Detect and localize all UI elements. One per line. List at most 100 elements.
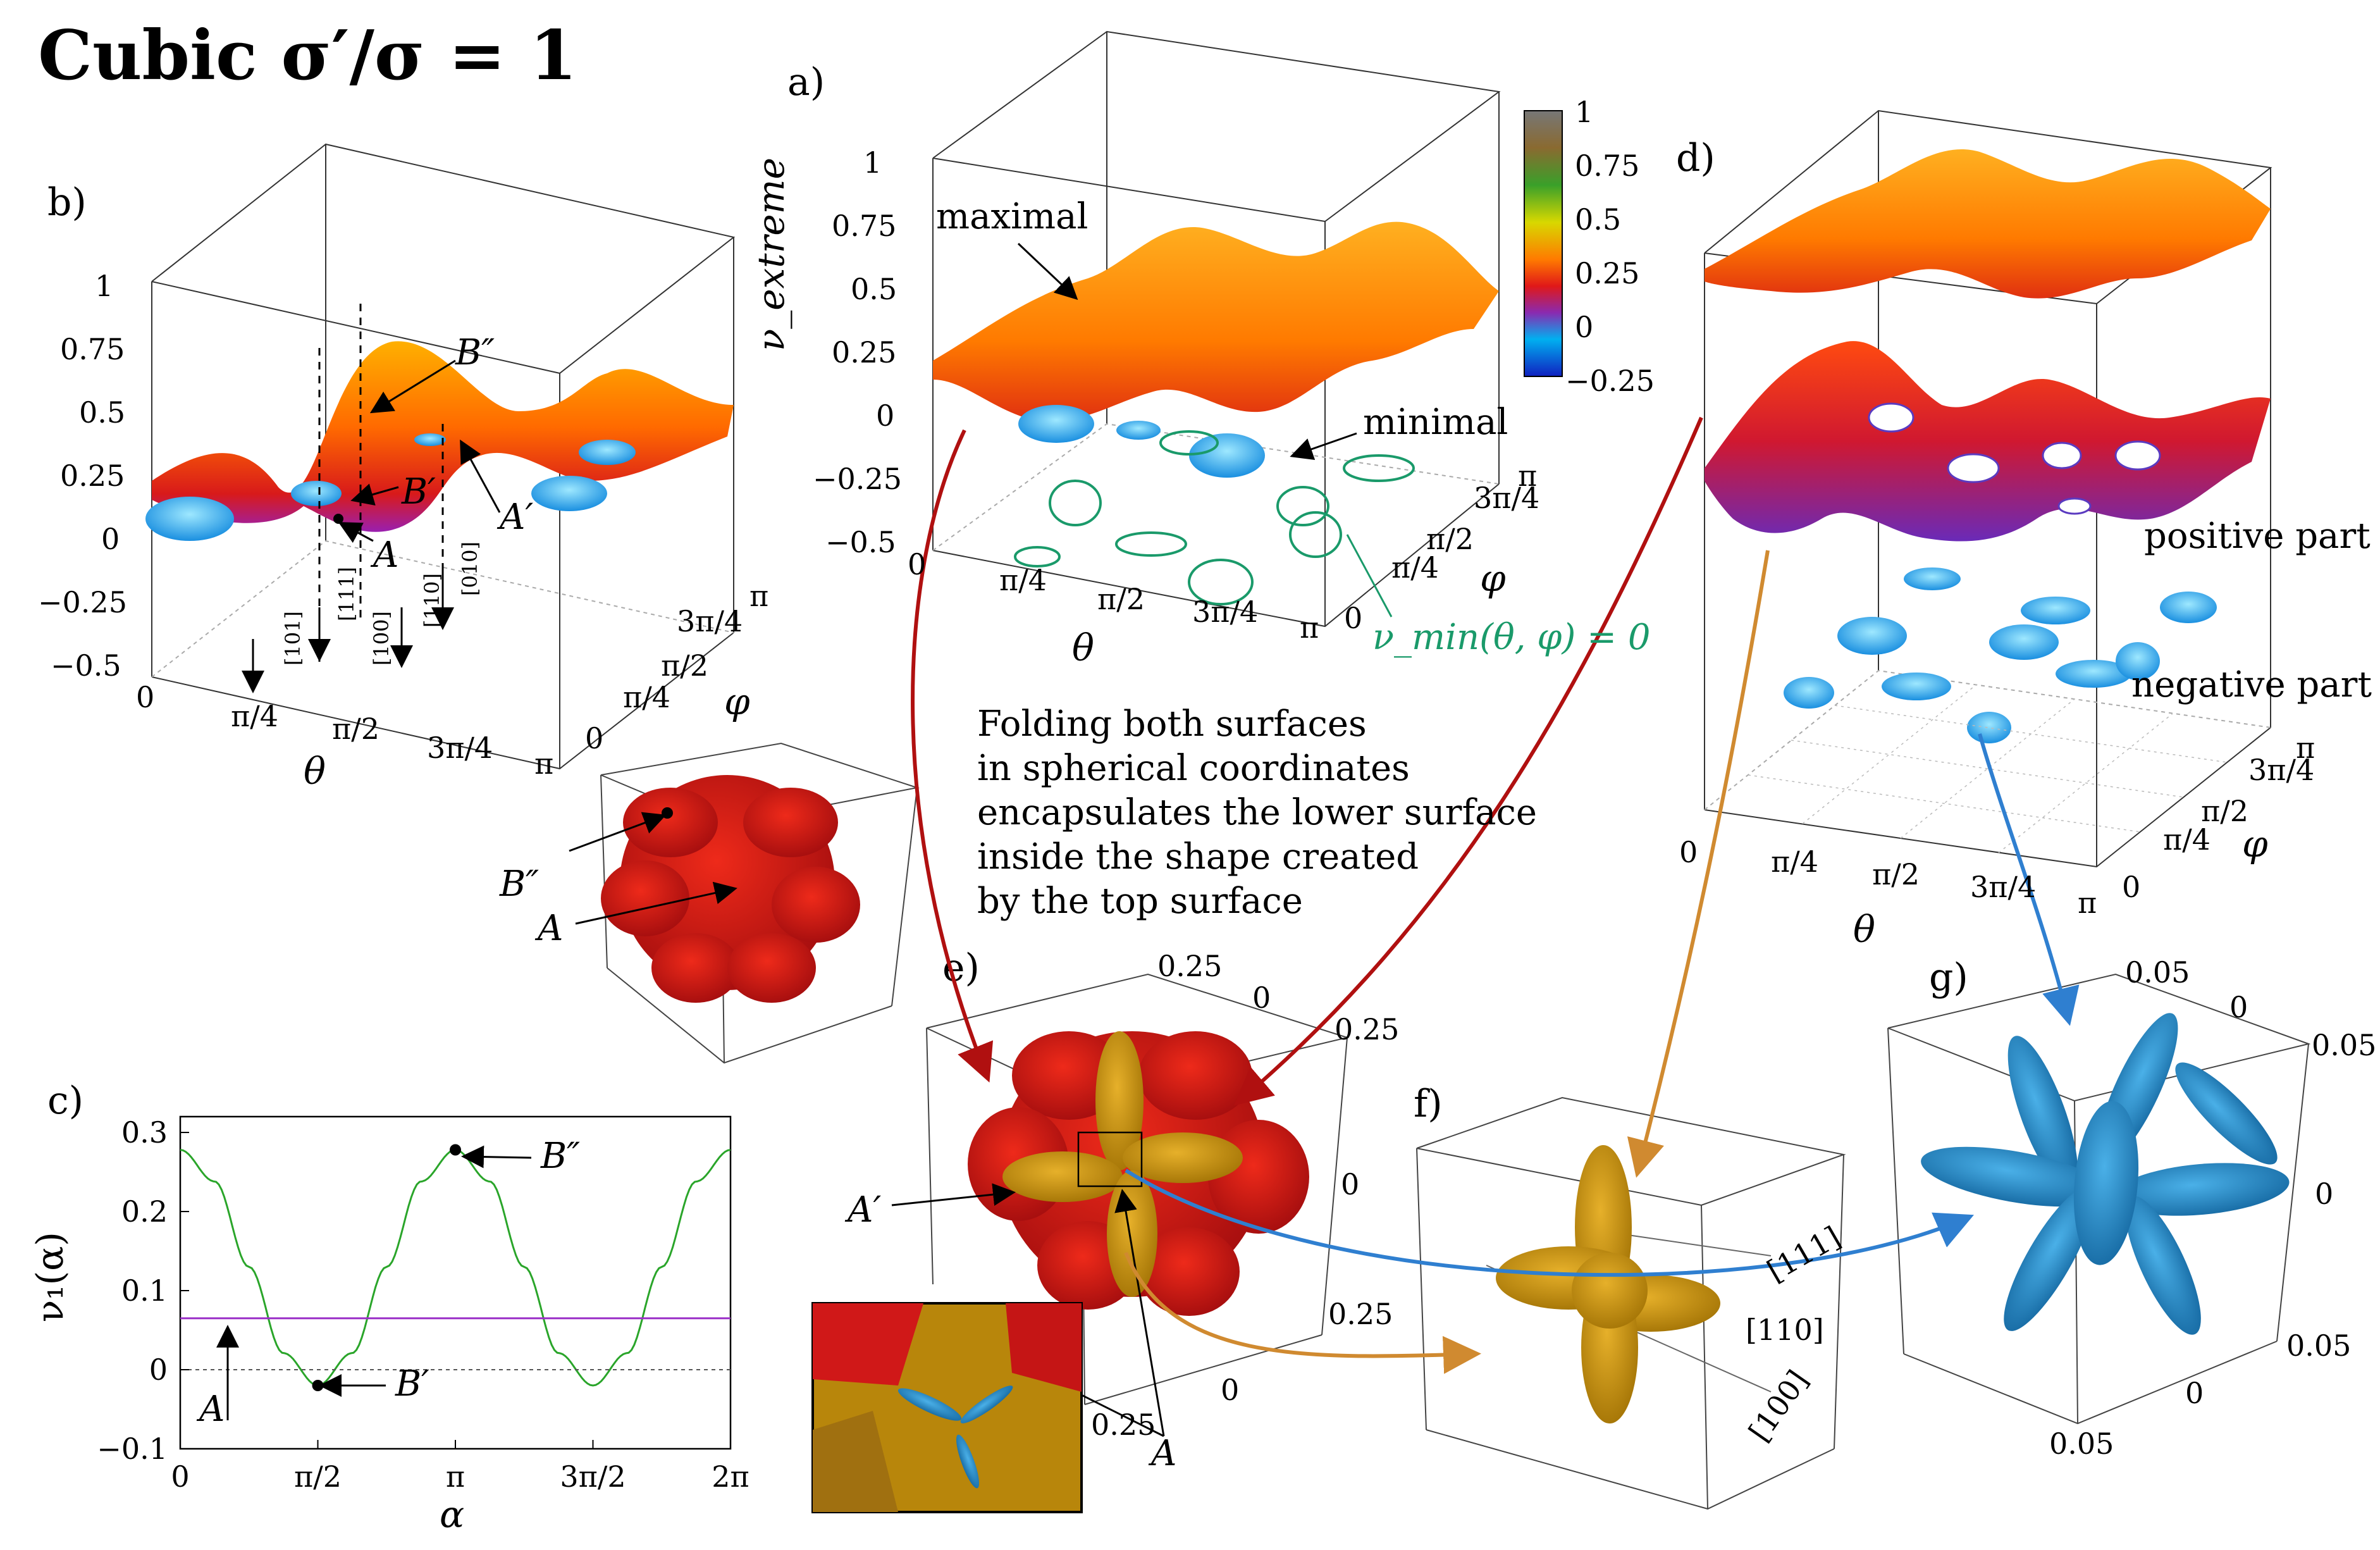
panel-b-inset-point-b2 xyxy=(662,807,673,819)
caption-text: Folding both surfaces in spherical coord… xyxy=(977,704,1538,922)
panel-b-ztick: 0.25 xyxy=(60,459,125,493)
panel-f-dir: [110] xyxy=(1746,1313,1824,1347)
panel-b-cyan-dip xyxy=(531,476,607,511)
panel-a-zero-contours xyxy=(1014,430,1415,605)
panel-b-dir: [110] xyxy=(420,573,445,628)
panel-b-point-a xyxy=(333,514,343,524)
panel-c-label: c) xyxy=(47,1079,84,1123)
panel-a-phi-tick: 0 xyxy=(1344,601,1363,635)
panel-d-ylabel: φ xyxy=(2242,822,2268,865)
panel-b-inset-a: A xyxy=(538,908,564,949)
panel-d-top-surface xyxy=(1705,149,2271,299)
panel-b-phi-tick: π/2 xyxy=(661,648,708,683)
panel-d-positive-label: positive part xyxy=(2144,516,2371,557)
panel-b-phi-tick: π/4 xyxy=(623,680,670,714)
panel-b-ztick: 1 xyxy=(95,269,114,303)
panel-a-phi-tick: 3π/4 xyxy=(1474,481,1540,515)
panel-d-phi-tick: π/2 xyxy=(2201,794,2248,828)
panel-a-minimal-arrow xyxy=(1290,432,1357,461)
panel-c-frame xyxy=(179,1115,732,1450)
panel-a-xlabel: θ xyxy=(1072,626,1094,669)
panel-b-cyan-dip xyxy=(291,481,342,506)
panel-c-marked-point xyxy=(449,1144,461,1156)
arrow-positive-to-f xyxy=(1627,550,1770,1178)
panel-c-ylabel: ν₁(α) xyxy=(28,1232,71,1322)
panel-d-phi-tick: π xyxy=(2296,731,2315,765)
panel-b-dir: [111] xyxy=(335,566,359,622)
panel-e-zoom-box xyxy=(1077,1131,1143,1187)
panel-d-negative-blobs xyxy=(1784,567,2217,743)
panel-c-xtick: 3π/2 xyxy=(560,1460,626,1494)
colorbar-tick: 0.25 xyxy=(1575,256,1640,290)
panel-b-phi-tick: π xyxy=(749,579,769,613)
panel-b-theta-tick: π xyxy=(534,747,554,781)
panel-d-middle-surface xyxy=(1705,341,2271,542)
panel-d-theta-tick: π xyxy=(2078,886,2097,920)
panel-a-ztick: −0.25 xyxy=(813,462,902,496)
panel-a-theta-tick: π xyxy=(1300,611,1319,645)
panel-e-point-a: A xyxy=(1151,1433,1177,1474)
panel-a-phi-tick: π/4 xyxy=(1391,550,1439,585)
colorbar-tick: 0.75 xyxy=(1575,149,1640,183)
panel-b-cyan-dip xyxy=(145,497,234,541)
panel-c-point-b1: B′ xyxy=(395,1363,429,1404)
arrow-max-to-e xyxy=(911,429,994,1083)
panel-a-phi-tick: π xyxy=(1518,459,1538,493)
panel-a-maximal-label: maximal xyxy=(936,196,1088,237)
panel-b-cyan-dip xyxy=(414,433,446,446)
panel-b-dir: [100] xyxy=(369,611,394,666)
panel-g-tick: 0 xyxy=(2185,1376,2204,1410)
panel-g-tick: 0 xyxy=(2315,1177,2334,1211)
panel-a-minimal-dip xyxy=(1116,421,1161,440)
panel-b-point-a: A xyxy=(373,535,399,576)
panel-a-theta-tick: π/2 xyxy=(1097,582,1145,616)
panel-e-tick: 0 xyxy=(1221,1373,1240,1407)
panel-b-ztick: −0.25 xyxy=(38,585,127,619)
arrow-e-to-g xyxy=(1125,1169,1975,1277)
colorbar-tick: −0.25 xyxy=(1565,364,1655,398)
panel-b-ztick: 0 xyxy=(101,522,120,556)
panel-c-xtick: 0 xyxy=(171,1460,189,1494)
panel-a-zlabel: ν_extreme xyxy=(749,158,792,351)
panel-d-theta-tick: 3π/4 xyxy=(1970,870,2037,904)
panel-a-theta-tick: 0 xyxy=(908,547,927,581)
panel-b-callout-arrows xyxy=(338,359,501,543)
panel-b-inset-shape xyxy=(601,775,860,1003)
panel-c-marked-point xyxy=(312,1380,324,1391)
panel-c-xtick: π/2 xyxy=(294,1460,342,1494)
panel-b-point-a1: A′ xyxy=(500,497,534,538)
panel-c-xtick: 2π xyxy=(712,1460,749,1494)
panel-b-direction-markers xyxy=(242,304,454,693)
panel-c-ytick: −0.1 xyxy=(97,1432,168,1466)
panel-e-gold-lobes xyxy=(1002,1031,1243,1297)
panel-g-tick: 0.05 xyxy=(2312,1028,2377,1062)
panel-c-series-line xyxy=(180,1148,731,1387)
arrow-d-to-e xyxy=(1233,416,1703,1106)
colorbar-tick: 1 xyxy=(1575,95,1594,129)
panel-e-zoom-inset xyxy=(811,1302,1083,1513)
panel-g-tick: 0.05 xyxy=(2049,1427,2114,1461)
arrow-e-to-f xyxy=(1124,1251,1481,1374)
panel-e-tick: 0.25 xyxy=(1157,949,1223,983)
panel-b-phi-tick: 3π/4 xyxy=(677,604,743,638)
panel-d-phi-tick: π/4 xyxy=(2163,822,2210,857)
panel-e-point-a1: A′ xyxy=(848,1189,882,1231)
figure-title: Cubic σ′/σ = 1 xyxy=(38,16,577,96)
panel-a-ztick: 0.25 xyxy=(832,335,897,369)
colorbar-tick: 0.5 xyxy=(1575,202,1622,237)
panel-c-chart xyxy=(180,1144,731,1391)
panel-b-ztick: −0.5 xyxy=(51,648,121,683)
panel-g-label: g) xyxy=(1929,955,1968,1000)
panel-b-label: b) xyxy=(47,180,87,225)
panel-a-maximal-surface xyxy=(933,221,1499,421)
panel-c-point-b2: B″ xyxy=(541,1136,581,1177)
panel-a-theta-tick: 3π/4 xyxy=(1192,595,1259,629)
panel-c-xlabel: α xyxy=(440,1493,465,1536)
panel-e-tick: 0 xyxy=(1252,981,1271,1015)
panel-g-tick: 0.05 xyxy=(2286,1329,2352,1363)
panel-a-ztick: 0.5 xyxy=(851,272,897,306)
panel-b-cyan-dip xyxy=(579,440,636,465)
panel-a-minimal-dip xyxy=(1018,405,1094,443)
panel-b-point-b2: B″ xyxy=(455,332,495,373)
